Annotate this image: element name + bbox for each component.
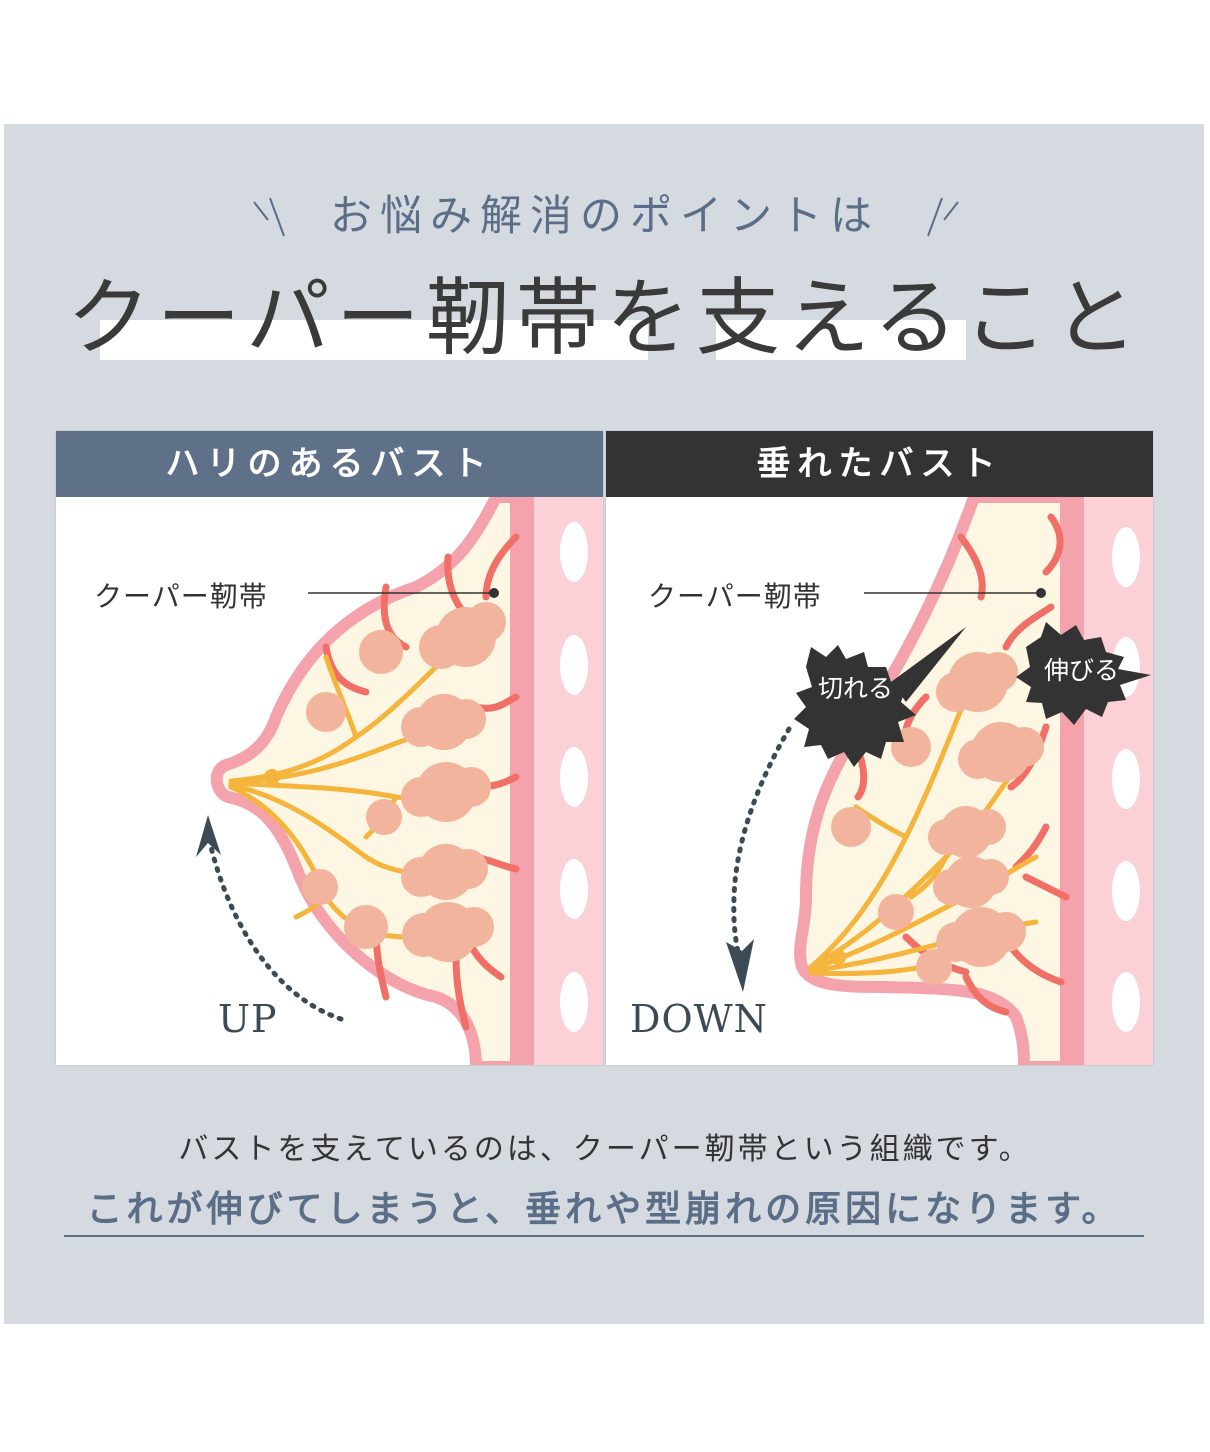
rib-icon <box>560 972 588 1032</box>
card-title-sagging: 垂れたバスト <box>606 431 1153 497</box>
rib-icon <box>1112 527 1140 587</box>
headline-part-3: 支える <box>695 269 964 367</box>
rib-icon <box>1112 972 1140 1032</box>
headline-part-2: を <box>605 269 696 367</box>
headline-part-1: クーパー靭帯 <box>66 269 606 367</box>
headline-part-4: こと <box>963 269 1144 367</box>
caption-line-1: バストを支えているのは、クーパー靭帯という組織です。 <box>178 1132 1032 1167</box>
headline-highlight-1 <box>100 320 648 360</box>
rib-icon <box>1112 861 1140 921</box>
left-accent-lines-icon <box>253 197 285 237</box>
headline-highlight-2 <box>716 320 966 360</box>
direction-down-label: DOWN <box>630 997 768 1041</box>
cut-badge-label: 切れる <box>818 674 894 703</box>
ligament-label-sagging: クーパー靭帯 <box>648 580 822 613</box>
cut-burst-icon <box>794 645 916 767</box>
headline: クーパー靭帯を支えること <box>0 268 1210 368</box>
stretch-badge-label: 伸びる <box>1044 656 1120 685</box>
card-firm-bust: ハリのあるバスト <box>55 430 604 1066</box>
direction-up-label: UP <box>218 997 278 1041</box>
nipple-icon <box>830 949 846 965</box>
rib-icon <box>560 522 588 582</box>
rib-icon <box>560 635 588 695</box>
card-sagging-bust: 垂れたバスト <box>605 430 1154 1066</box>
down-arrow-icon <box>731 726 792 960</box>
card-title-firm: ハリのあるバスト <box>56 431 603 497</box>
rib-icon <box>560 747 588 807</box>
rib-icon <box>560 859 588 919</box>
right-accent-lines-icon <box>927 197 959 237</box>
up-arrow-icon <box>208 844 344 1022</box>
caption-line-2: これが伸びてしまうと、垂れや型崩れの原因になります。 <box>86 1189 1122 1230</box>
caption-underline <box>64 1235 1144 1237</box>
sagging-bust-illustration <box>726 497 1153 1065</box>
firm-bust-illustration <box>196 497 603 1065</box>
eyebrow-text: お悩み解消のポイントは <box>329 191 880 240</box>
stretch-burst-icon <box>1016 622 1151 725</box>
rib-icon <box>1112 749 1140 809</box>
ligament-label-firm: クーパー靭帯 <box>94 580 268 613</box>
nipple-icon <box>264 769 280 785</box>
